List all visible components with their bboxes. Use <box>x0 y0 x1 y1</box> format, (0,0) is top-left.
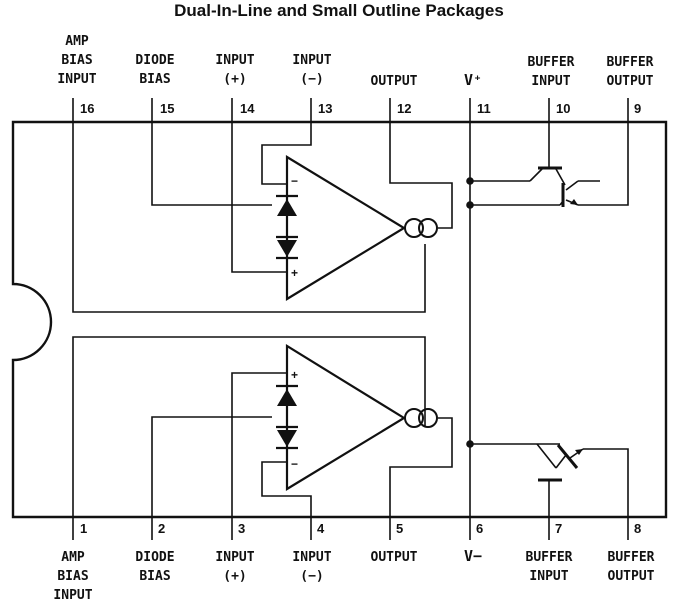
lower-output-stage-circle-left <box>404 408 424 428</box>
pin16-number: 16 <box>80 101 94 116</box>
pin15-label-line2: BIAS <box>139 72 170 87</box>
pin14-number: 14 <box>240 101 255 116</box>
lower-output-stage-circle-right <box>418 408 438 428</box>
bottom-pin-labels: AMP BIAS INPUT DIODE BIAS INPUT (+) INPU… <box>53 547 654 603</box>
pin10-label-line2: INPUT <box>531 74 570 89</box>
pin14-label-line2: (+) <box>223 72 246 87</box>
upper-output-stage-circle-right <box>418 218 438 238</box>
pin9-number: 9 <box>634 101 641 116</box>
lower-amplifier: + − <box>72 336 453 517</box>
pin1-label-line3: INPUT <box>53 588 92 603</box>
pin16-label-line2: BIAS <box>61 53 92 68</box>
pin4-label-line1: INPUT <box>292 550 331 565</box>
pin1-label-line1: AMP <box>61 550 85 565</box>
pin8-number: 8 <box>634 521 641 536</box>
upper-plus-sign: + <box>291 266 298 280</box>
lower-plus-sign: + <box>291 368 298 382</box>
pin11-number: 11 <box>477 101 491 116</box>
upper-diodes <box>276 190 298 266</box>
buffer-section <box>466 122 629 517</box>
pin7-label-line2: INPUT <box>529 569 568 584</box>
pin9-label-line2: OUTPUT <box>607 74 654 89</box>
pin10-label-line1: BUFFER <box>528 55 575 70</box>
pin3-label-line2: (+) <box>223 569 246 584</box>
pin3-number: 3 <box>238 521 245 536</box>
upper-output-stage-circle-left <box>404 218 424 238</box>
top-pin-leads <box>72 98 629 122</box>
pin11-label-line1: V⁺ <box>464 71 482 89</box>
pin13-label-line2: (−) <box>300 72 323 87</box>
pin15-label-line1: DIODE <box>135 53 174 68</box>
bottom-pin-leads <box>72 517 629 540</box>
pin5-number: 5 <box>396 521 403 536</box>
pin8-label-line2: OUTPUT <box>608 569 655 584</box>
top-pin-labels: AMP BIAS INPUT DIODE BIAS INPUT (+) INPU… <box>57 34 653 89</box>
pin2-number: 2 <box>158 521 165 536</box>
pin13-number: 13 <box>318 101 332 116</box>
pin4-label-line2: (−) <box>300 569 323 584</box>
bottom-pin-numbers: 1 2 3 4 5 6 7 8 <box>80 521 641 536</box>
pin5-label-line1: OUTPUT <box>371 550 418 565</box>
pin8-label-line1: BUFFER <box>608 550 655 565</box>
upper-minus-sign: − <box>291 174 298 188</box>
pin1-number: 1 <box>80 521 87 536</box>
pin16-label-line1: AMP <box>65 34 89 49</box>
pin1-label-line2: BIAS <box>57 569 88 584</box>
pin2-label-line1: DIODE <box>135 550 174 565</box>
pin16-label-line3: INPUT <box>57 72 96 87</box>
pin7-label-line1: BUFFER <box>526 550 573 565</box>
diagram-title: Dual-In-Line and Small Outline Packages <box>174 1 504 20</box>
pin7-number: 7 <box>555 521 562 536</box>
pin10-number: 10 <box>556 101 570 116</box>
pin9-label-line1: BUFFER <box>607 55 654 70</box>
pin6-label-line1: V− <box>464 547 482 565</box>
upper-amplifier: − + <box>72 122 453 313</box>
pin12-label-line1: OUTPUT <box>371 74 418 89</box>
package-outline <box>11 120 668 519</box>
pin6-number: 6 <box>476 521 483 536</box>
pin13-label-line1: INPUT <box>292 53 331 68</box>
pin2-label-line2: BIAS <box>139 569 170 584</box>
lower-diodes <box>276 380 298 456</box>
pin12-number: 12 <box>397 101 411 116</box>
pin3-label-line1: INPUT <box>215 550 254 565</box>
lower-minus-sign: − <box>291 457 298 471</box>
pin15-number: 15 <box>160 101 174 116</box>
pin4-number: 4 <box>317 521 325 536</box>
top-pin-numbers: 16 15 14 13 12 11 10 9 <box>80 101 641 116</box>
pin14-label-line1: INPUT <box>215 53 254 68</box>
